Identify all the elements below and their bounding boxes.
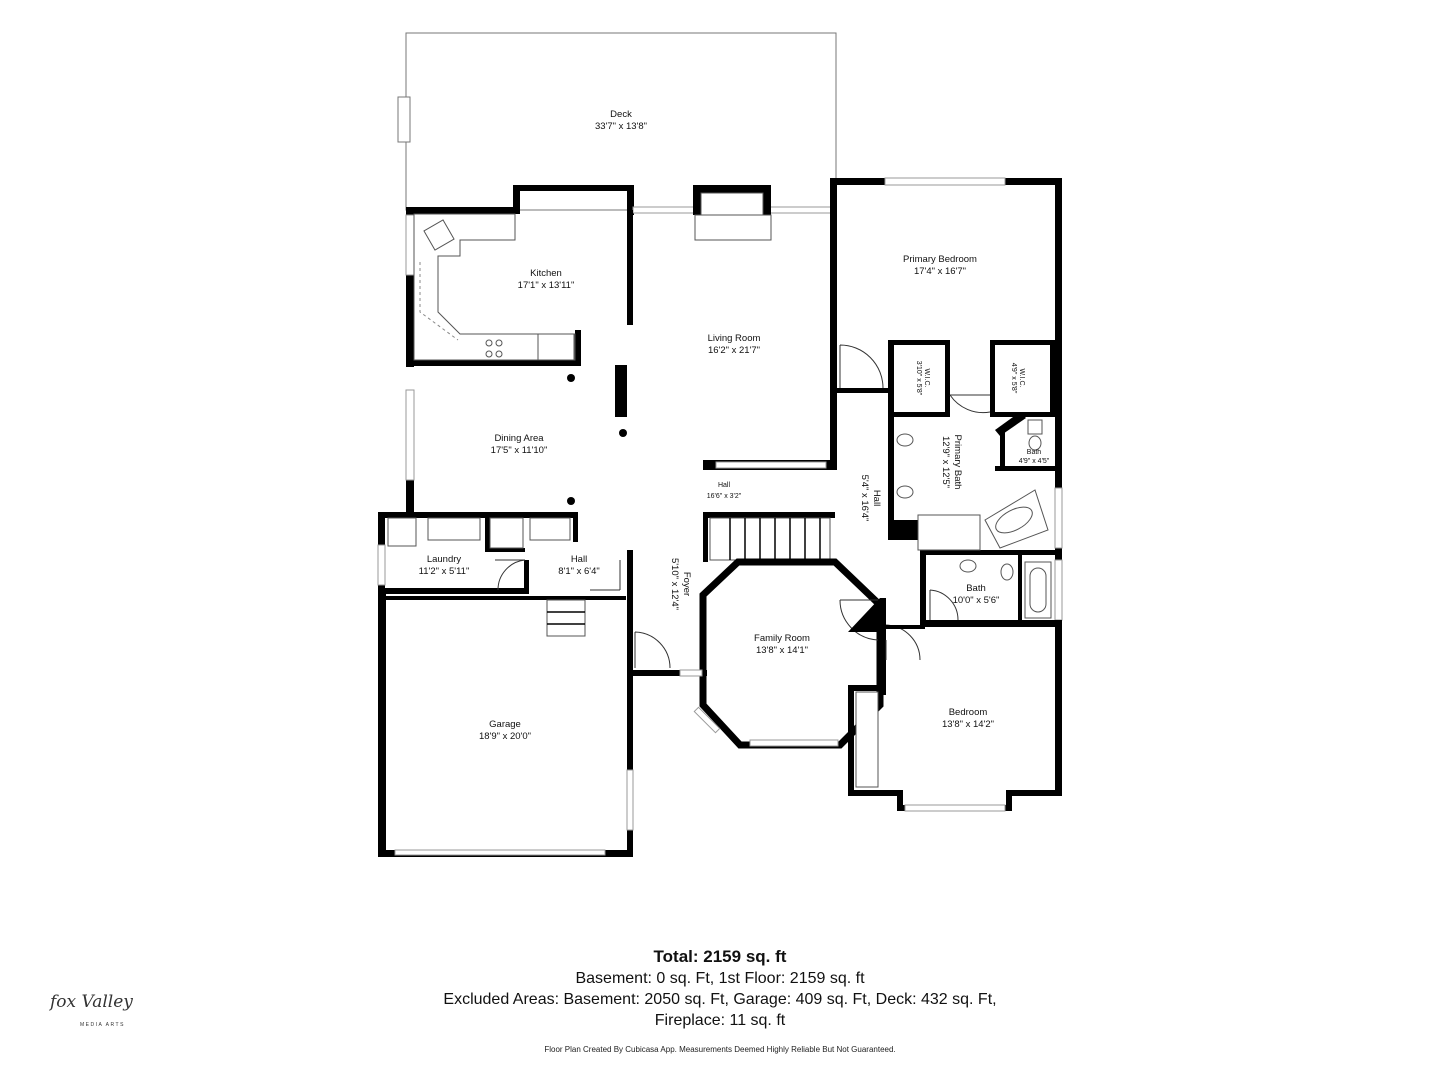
room-dim-primary-bath: 12'9" x 12'5" [940, 436, 951, 488]
room-name-wic-right: W.I.C. [1018, 368, 1025, 387]
room-dim-wic-right: 4'9" x 5'8" [1010, 363, 1017, 394]
room-name-laundry: Laundry [427, 554, 462, 565]
room-dim-living: 16'2" x 21'7" [708, 345, 760, 356]
exterior-walls [405, 177, 1063, 638]
room-dim-bedroom: 13'8" x 14'2" [942, 719, 994, 730]
room-name-bedroom: Bedroom [949, 707, 988, 718]
laundry-walls [377, 512, 621, 594]
room-name-bath-small: Bath [1027, 449, 1042, 456]
room-name-living: Living Room [708, 333, 761, 344]
room-name-family: Family Room [754, 633, 810, 644]
bedroom-walls [848, 624, 1062, 812]
room-dim-hall-upper: 16'6" x 3'2" [707, 493, 742, 500]
room-dim-deck: 33'7" x 13'8" [595, 121, 647, 132]
room-dim-family: 13'8" x 14'1" [756, 645, 808, 656]
room-dim-hall-right: 5'4" x 16'4" [859, 475, 870, 522]
room-name-kitchen: Kitchen [530, 268, 562, 279]
room-dim-garage: 18'9" x 20'0" [479, 731, 531, 742]
room-name-bath: Bath [966, 583, 986, 594]
family-room-walls [693, 558, 886, 749]
stairs [703, 512, 835, 562]
room-name-foyer: Foyer [681, 572, 692, 596]
logo-subtitle: MEDIA ARTS [80, 1022, 125, 1028]
disclaimer-text: Floor Plan Created By Cubicasa App. Meas… [544, 1045, 896, 1054]
room-name-dining: Dining Area [494, 433, 544, 444]
room-dim-hall-small: 8'1" x 6'4" [558, 566, 600, 577]
room-dim-laundry: 11'2" x 5'11" [419, 566, 470, 577]
room-name-wic-left: W.I.C. [923, 368, 930, 387]
room-dim-dining: 17'5" x 11'10" [491, 445, 548, 456]
hall-walls [830, 460, 925, 629]
floor-plan: Deck 33'7" x 13'8" Kitchen 17'1" x 13'11… [377, 32, 1063, 857]
room-name-primary-bedroom: Primary Bedroom [903, 254, 977, 265]
room-name-deck: Deck [610, 109, 632, 120]
foyer-walls [627, 550, 707, 677]
room-name-hall-small: Hall [571, 554, 587, 565]
room-name-primary-bath: Primary Bath [952, 435, 963, 490]
garage-walls [378, 592, 634, 857]
fireplace-area-line: Fireplace: 11 sq. ft [654, 1012, 786, 1029]
logo-brand: fox Valley [50, 992, 133, 1012]
columns [567, 374, 627, 505]
room-dim-wic-left: 3'10" x 5'8" [915, 361, 922, 396]
fox-valley-logo: fox Valley MEDIA ARTS [50, 980, 133, 1035]
room-dim-primary-bedroom: 17'4" x 16'7" [914, 266, 966, 277]
room-dim-foyer: 5'10" x 12'4" [669, 558, 680, 610]
primary-suite-walls [836, 340, 1062, 627]
room-name-hall-upper: Hall [718, 482, 731, 489]
floor-area-line: Basement: 0 sq. Ft, 1st Floor: 2159 sq. … [575, 970, 865, 987]
room-name-garage: Garage [489, 719, 521, 730]
deck-outline [397, 32, 837, 211]
kitchen-counters [413, 213, 576, 361]
room-dim-bath-small: 4'9" x 4'5" [1019, 458, 1050, 465]
area-summary: Total: 2159 sq. ft Basement: 0 sq. Ft, 1… [0, 946, 1440, 1031]
total-area: Total: 2159 sq. ft [653, 947, 787, 966]
excluded-areas-line: Excluded Areas: Basement: 2050 sq. Ft, G… [443, 991, 997, 1008]
room-dim-bath: 10'0" x 5'6" [953, 595, 1000, 606]
room-name-hall-right: Hall [871, 490, 882, 506]
room-dim-kitchen: 17'1" x 13'11" [518, 280, 575, 291]
